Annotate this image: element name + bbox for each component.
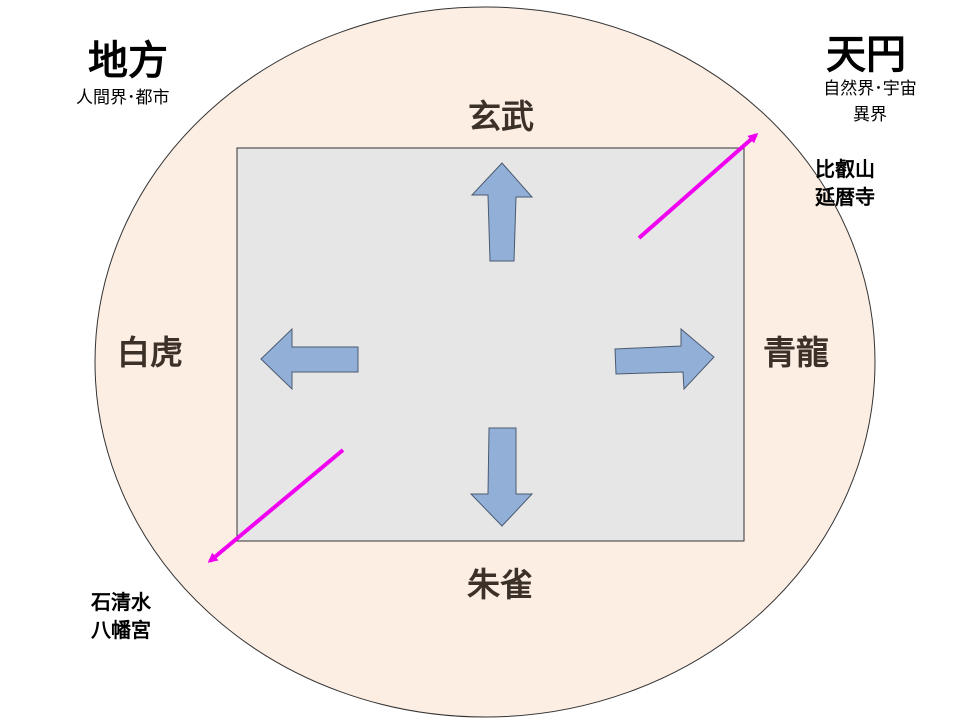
east-block-arrow-icon (614, 327, 715, 391)
earth-title: 地方 (88, 38, 168, 84)
earth-subtitle: 人間界･都市 (76, 88, 170, 108)
heaven-title: 天円 (826, 32, 906, 78)
west-block-arrow-icon (260, 327, 359, 391)
enryakuji-label: 延暦寺 (815, 185, 875, 209)
west-label: 白虎 (117, 333, 183, 372)
east-label: 青龍 (763, 333, 829, 372)
south-block-arrow-icon (469, 427, 534, 527)
south-label: 朱雀 (467, 565, 533, 604)
heaven-subtitle-line1: 自然界･宇宙 (823, 79, 917, 99)
north-block-arrow-icon (470, 162, 534, 262)
hieizan-label: 比叡山 (815, 157, 875, 181)
heaven-subtitle-line2: 異界 (853, 105, 887, 125)
iwashimizu-label: 石清水 (91, 590, 151, 614)
north-label: 玄武 (468, 97, 534, 136)
southwest-line-arrow-icon (207, 448, 345, 563)
hachimangu-label: 八幡宮 (91, 618, 151, 642)
northeast-line-arrow-icon (637, 133, 759, 240)
